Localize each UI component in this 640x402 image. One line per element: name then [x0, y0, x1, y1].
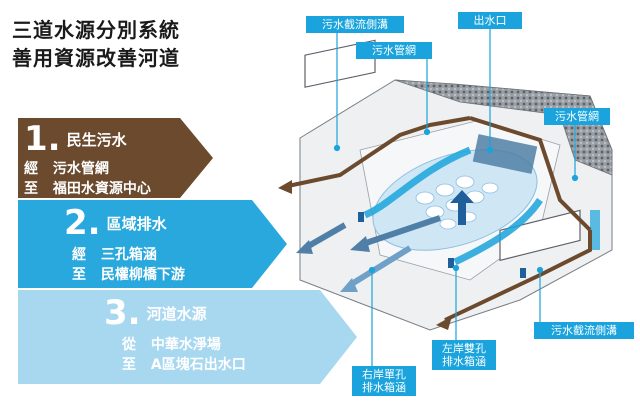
band-1-line-2: 福田水資源中心 [52, 181, 151, 197]
callout-right-box-culvert: 右岸單孔 排水箱涵 [352, 366, 416, 396]
band-3-heading: 河道水源 [146, 304, 207, 323]
band-2-arrow [18, 200, 287, 288]
band-3-lead-1: 從 [122, 337, 136, 353]
left-bank-culvert-channel [453, 197, 543, 266]
callout-left-box-line-1: 左岸雙孔 [442, 342, 486, 355]
title-line-1: 三道水源分別系統 [12, 18, 180, 42]
band-2-line-1: 三孔箱涵 [100, 247, 157, 263]
gravel-edge [394, 79, 613, 176]
band-2-lead-2: 至 [72, 267, 86, 283]
band-2-line-2: 民權柳橋下游 [100, 267, 185, 283]
callout-leaders [333, 26, 579, 366]
callout-sewer-top: 污水管網 [356, 42, 432, 59]
callout-left-box-line-2: 排水箱涵 [442, 355, 486, 368]
callout-left-box-culvert: 左岸雙孔 排水箱涵 [432, 340, 496, 370]
outlet-structure [472, 134, 538, 174]
stepping-stones [415, 175, 499, 230]
band-3-arrow [18, 290, 357, 384]
right-bank-culvert-channel [363, 146, 472, 219]
sewer-pipe-top [287, 116, 471, 188]
sewer-arrow-left [278, 180, 292, 194]
band-1-line-1: 污水管網 [52, 161, 109, 177]
callout-right-box-line-2: 排水箱涵 [362, 381, 406, 394]
band-1-lead-1: 經 [24, 161, 38, 177]
sewer-arrow-bottom [436, 316, 452, 330]
band-1-lead-2: 至 [24, 181, 38, 197]
band-3-text: 3. 河道水源 從 中華水淨場 至 A區塊石出水口 [104, 296, 246, 374]
band-3-lead-2: 至 [122, 357, 136, 373]
band-2-lead-1: 經 [72, 247, 86, 263]
band-1-heading: 民生污水 [66, 130, 127, 149]
band-1-text: 1. 民生污水 經 污水管網 至 福田水資源中心 [24, 122, 151, 198]
callout-right-box-line-1: 右岸單孔 [362, 368, 406, 381]
band-1-arrow [18, 118, 213, 198]
sewer-pipe-bottom [444, 230, 592, 322]
callout-interceptor-top: 污水截流側溝 [306, 16, 404, 33]
river-flow-arrows [296, 190, 474, 292]
band-1-number: 1. [24, 119, 61, 159]
band-3-line-1: 中華水淨場 [150, 337, 221, 353]
callout-interceptor-right: 污水截流側溝 [534, 322, 634, 339]
right-box-culvert [590, 210, 600, 250]
band-2-number: 2. [64, 203, 101, 243]
title-line-2: 善用資源改善河道 [12, 46, 180, 70]
callout-outlet: 出水口 [458, 12, 522, 29]
band-3-line-2: A區塊石出水口 [150, 357, 246, 373]
culvert-markers [358, 212, 526, 278]
callout-sewer-right: 污水管網 [544, 108, 610, 125]
band-2-text: 2. 區域排水 經 三孔箱涵 至 民權柳橋下游 [64, 206, 185, 284]
right-wall-panel [499, 209, 581, 262]
band-3-number: 3. [104, 293, 141, 333]
sewer-pipe-right [469, 116, 592, 232]
band-2-heading: 區域排水 [106, 214, 167, 233]
